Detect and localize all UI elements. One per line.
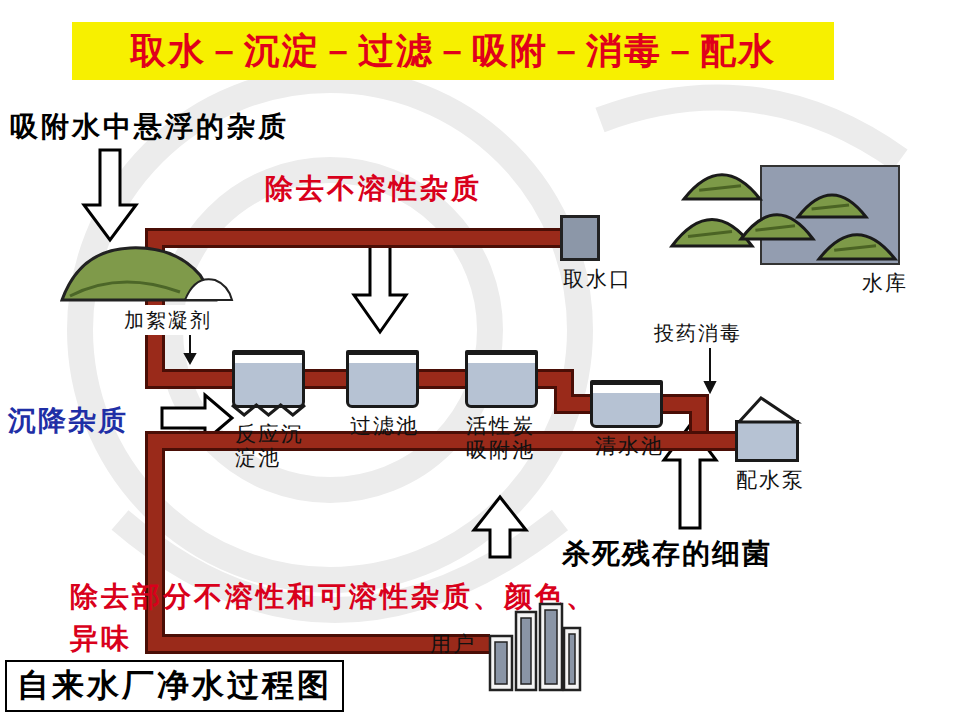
node-label: 过滤池 xyxy=(335,414,434,438)
pump-roof xyxy=(735,396,799,422)
node-label: 水库 xyxy=(760,271,914,295)
users-node: 用户 xyxy=(430,598,600,690)
caption-box: 自来水厂净水过程图 xyxy=(5,660,344,712)
sediment-teeth xyxy=(232,405,305,417)
building-window xyxy=(521,618,531,684)
reservoir-node: 水库 xyxy=(760,165,914,295)
building xyxy=(490,636,512,690)
pipe-outline xyxy=(305,369,346,389)
building xyxy=(516,612,536,690)
water-tank: 活性炭吸附池 xyxy=(452,350,552,462)
tree-shade xyxy=(688,232,732,237)
roof xyxy=(739,398,797,422)
annotation-label: 沉降杂质 xyxy=(8,400,128,442)
node-shape xyxy=(760,165,900,265)
water-pipe xyxy=(538,379,590,404)
annotation-label: 投药消毒 xyxy=(652,318,744,348)
pipe-body xyxy=(538,379,590,404)
dosing-arrow xyxy=(705,346,715,392)
tree-shade xyxy=(755,226,795,230)
hill xyxy=(62,248,232,300)
caption-text: 自来水厂净水过程图 xyxy=(17,666,332,704)
tree xyxy=(819,235,895,259)
node-shape xyxy=(560,215,600,261)
building-window xyxy=(545,610,557,684)
node-label: 反应沉淀池 xyxy=(235,422,306,470)
node-label: 取水口 xyxy=(540,267,654,291)
annotation-label: 加絮凝剂 xyxy=(122,305,214,335)
node-shape xyxy=(465,350,538,408)
water-tank: 过滤池 xyxy=(335,350,434,438)
tree-shade xyxy=(812,205,849,209)
water-pipe xyxy=(419,379,465,380)
building xyxy=(540,604,562,690)
building-window xyxy=(569,634,575,684)
node-shape xyxy=(346,350,419,408)
tree xyxy=(798,195,866,217)
node-shape xyxy=(232,350,305,408)
node-shape xyxy=(735,420,799,462)
pipe-body xyxy=(305,372,346,386)
annotation-label: 除去不溶性杂质 xyxy=(265,168,482,210)
tree xyxy=(672,220,752,246)
node-label: 配水泵 xyxy=(718,468,822,492)
title-banner: 取水－沉淀－过滤－吸附－消毒－配水 xyxy=(72,22,834,80)
teeth-line xyxy=(232,405,305,415)
annotation-label: 杀死残存的细菌 xyxy=(562,533,772,575)
pipe-outline xyxy=(538,379,590,404)
tree-shade xyxy=(834,246,876,250)
node-label: 活性炭吸附池 xyxy=(466,414,537,462)
hollow-arrow xyxy=(474,497,526,557)
tree-shade xyxy=(699,186,741,190)
pipe-body xyxy=(419,372,465,386)
building-window xyxy=(495,642,507,684)
trees xyxy=(682,147,902,277)
annotation-label: 吸附水中悬浮的杂质 xyxy=(10,106,289,148)
building xyxy=(564,628,580,690)
node-label: 用户 xyxy=(430,632,476,656)
intake-node: 取水口 xyxy=(540,215,654,291)
water-tank: 清水池 xyxy=(577,380,681,458)
pump-node: 配水泵 xyxy=(718,420,822,492)
node-label: 清水池 xyxy=(577,434,681,458)
node-shape xyxy=(590,380,663,428)
hollow-arrow xyxy=(84,150,136,240)
buildings xyxy=(490,598,582,690)
pipe-outline xyxy=(419,369,465,389)
tree xyxy=(684,175,760,199)
water-pipe xyxy=(305,379,346,380)
dosing-arrow xyxy=(185,334,195,363)
watermark-swirl xyxy=(80,80,900,610)
node-shape xyxy=(490,598,582,690)
water-tank: 反应沉淀池 xyxy=(225,350,317,470)
title-text: 取水－沉淀－过滤－吸附－消毒－配水 xyxy=(130,27,776,76)
